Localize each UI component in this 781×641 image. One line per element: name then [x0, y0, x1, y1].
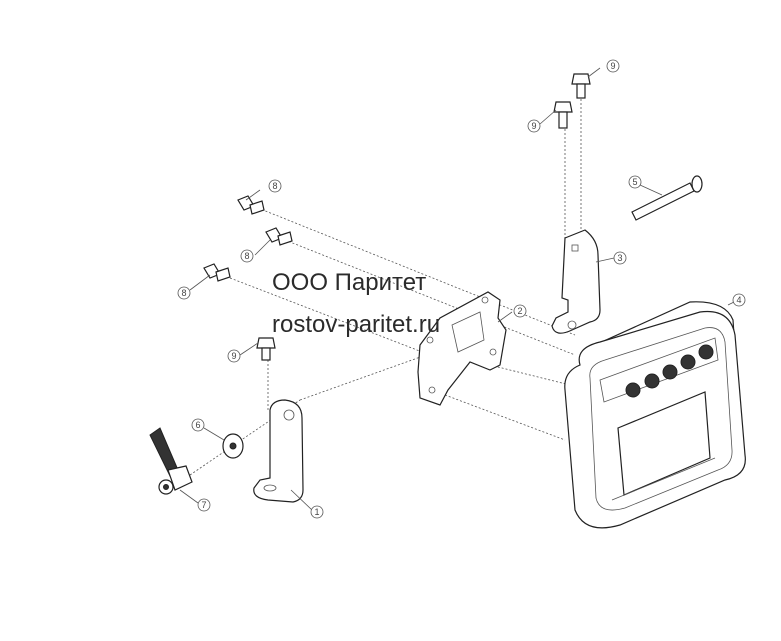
monitor-buttons [625, 344, 714, 398]
bolt-9-top-left [553, 101, 573, 129]
callout-3-label: 3 [617, 253, 622, 263]
lower-bracket [253, 399, 304, 503]
callout-3: 3 [613, 251, 627, 265]
callout-1-label: 1 [314, 507, 319, 517]
callout-8-top-label: 8 [272, 181, 277, 191]
callout-1: 1 [310, 505, 324, 519]
display-monitor [564, 301, 746, 529]
callout-8-top: 8 [268, 179, 282, 193]
callout-9-top-right: 9 [606, 59, 620, 73]
callout-7: 7 [197, 498, 211, 512]
washer [222, 433, 244, 459]
pin [631, 175, 703, 221]
callout-4-label: 4 [736, 295, 741, 305]
callout-2-label: 2 [517, 306, 522, 316]
callout-8-middle: 8 [240, 249, 254, 263]
bolt-9-lower [256, 337, 276, 361]
leader-lines [179, 67, 735, 511]
callout-5-label: 5 [632, 177, 637, 187]
bolt-8-top [237, 195, 265, 215]
callout-9-lower: 9 [227, 349, 241, 363]
bolt-8-bottom [203, 263, 231, 282]
upper-bracket [551, 229, 601, 334]
bolt-8-middle [265, 227, 293, 246]
callout-9-lower-label: 9 [231, 351, 236, 361]
callout-5: 5 [628, 175, 642, 189]
callout-8-bottom-label: 8 [181, 288, 186, 298]
callout-9-top-left: 9 [527, 119, 541, 133]
callout-9-top-left-label: 9 [531, 121, 536, 131]
callout-6-label: 6 [195, 420, 200, 430]
callout-8-middle-label: 8 [244, 251, 249, 261]
watermark-company-name: ООО Паритет [272, 269, 427, 296]
callout-7-label: 7 [201, 500, 206, 510]
clamp-lever [149, 427, 193, 495]
callout-8-bottom: 8 [177, 286, 191, 300]
callout-2: 2 [513, 304, 527, 318]
callout-9-top-right-label: 9 [610, 61, 615, 71]
watermark-website: rostov-paritet.ru [272, 311, 441, 338]
callout-4: 4 [732, 293, 746, 307]
mounting-plate [417, 291, 507, 406]
bolt-9-top-right [571, 73, 591, 99]
callout-6: 6 [191, 418, 205, 432]
